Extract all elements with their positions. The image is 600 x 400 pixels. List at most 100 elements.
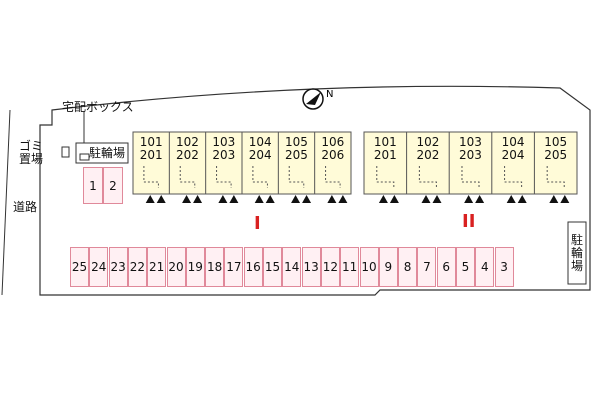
stair-marker: [216, 166, 232, 188]
entrance-icon: [218, 195, 228, 203]
parking-slot: 17: [224, 247, 244, 287]
entrance-icon: [265, 195, 275, 203]
entrance-icon: [193, 195, 203, 203]
unit-number-upper: 104: [501, 135, 525, 149]
unit-number-upper: 101: [139, 135, 163, 149]
stair-marker: [288, 166, 305, 188]
unit-number-lower: 204: [248, 148, 272, 162]
entrance-icon: [432, 195, 442, 203]
stair-marker: [143, 166, 159, 188]
stair-marker: [504, 166, 523, 188]
parking-slot: 12: [320, 247, 340, 287]
parking-slot: 7: [417, 247, 437, 287]
unit-number-upper: 104: [248, 135, 272, 149]
unit-number-lower: 202: [176, 148, 199, 162]
stair-marker: [376, 166, 395, 188]
north-arrow-icon: N: [302, 88, 333, 110]
entrance-icon: [338, 195, 348, 203]
entrance-icon: [464, 195, 474, 203]
entrance-icon: [302, 195, 312, 203]
parking-slot: 15: [263, 247, 282, 287]
entrance-icon: [517, 195, 527, 203]
entrance-icon: [506, 195, 516, 203]
entrance-icon: [421, 195, 431, 203]
unit-number-lower: 205: [285, 148, 308, 162]
svg-text:N: N: [326, 89, 333, 100]
entrance-icon: [291, 195, 301, 203]
unit-number-upper: 101: [373, 135, 397, 149]
unit-number-upper: 102: [416, 135, 440, 149]
parking-slot: 13: [301, 247, 321, 287]
entrance-icon: [229, 195, 239, 203]
parking-slot: 22: [127, 247, 147, 287]
unit-number-upper: 105: [544, 135, 568, 149]
unit-number-upper: 103: [459, 135, 482, 149]
entrance-icon: [182, 195, 192, 203]
unit-number-lower: 201: [373, 148, 397, 162]
unit-number-upper: 105: [285, 135, 308, 149]
parking-slot: 4: [475, 247, 495, 287]
unit-number-lower: 201: [139, 148, 163, 162]
entrance-icon: [475, 195, 485, 203]
unit-number-upper: 102: [176, 135, 199, 149]
entrance-icon: [145, 195, 155, 203]
stair-marker: [418, 166, 437, 188]
parking-slot: 18: [205, 247, 225, 287]
bike-slot: 2: [103, 167, 123, 204]
parking-slot: 16: [243, 247, 263, 287]
parking-slot: 9: [378, 247, 398, 287]
parking-slot: 21: [147, 247, 167, 287]
road-label: 道路: [13, 200, 38, 214]
bike-slot: 1: [83, 167, 103, 204]
entrance-icon: [549, 195, 559, 203]
parking-slot: 24: [89, 247, 109, 287]
unit-number-lower: 203: [459, 148, 482, 162]
bike-parking-right-label: 駐輪場: [570, 233, 583, 273]
parking-slot: 14: [282, 247, 302, 287]
parking-slot: 6: [436, 247, 456, 287]
entrance-icon: [378, 195, 388, 203]
unit-number-lower: 204: [501, 148, 525, 162]
parking-slot: 10: [359, 247, 379, 287]
building-II-outline: [363, 131, 578, 195]
stair-marker: [325, 166, 341, 188]
entrance-icon: [156, 195, 166, 203]
parking-slot: 11: [340, 247, 360, 287]
entrance-icon: [327, 195, 337, 203]
parking-slot: 5: [456, 247, 475, 287]
parking-slot: 23: [108, 247, 128, 287]
unit-number-upper: 103: [212, 135, 236, 149]
unit-number-upper: 106: [321, 135, 345, 149]
building-I-label: I: [254, 213, 261, 234]
stair-marker: [252, 166, 268, 188]
delivery-box-label: 宅配ボックス: [62, 100, 134, 114]
parking-slot: 20: [166, 247, 186, 287]
parking-slot: 25: [70, 247, 89, 287]
parking-slot: 3: [494, 247, 514, 287]
entrance-icon: [389, 195, 399, 203]
entrance-icon: [560, 195, 570, 203]
stair-marker: [461, 166, 480, 188]
parking-slot: 19: [185, 247, 205, 287]
unit-number-lower: 205: [544, 148, 568, 162]
stair-marker: [179, 166, 196, 188]
garbage-label: ゴミ置場: [18, 139, 43, 166]
stair-marker: [546, 166, 565, 188]
bike-parking-left-label: 駐輪場: [89, 146, 126, 160]
entrance-icon: [254, 195, 264, 203]
unit-number-lower: 202: [416, 148, 440, 162]
parking-slot: 8: [398, 247, 418, 287]
